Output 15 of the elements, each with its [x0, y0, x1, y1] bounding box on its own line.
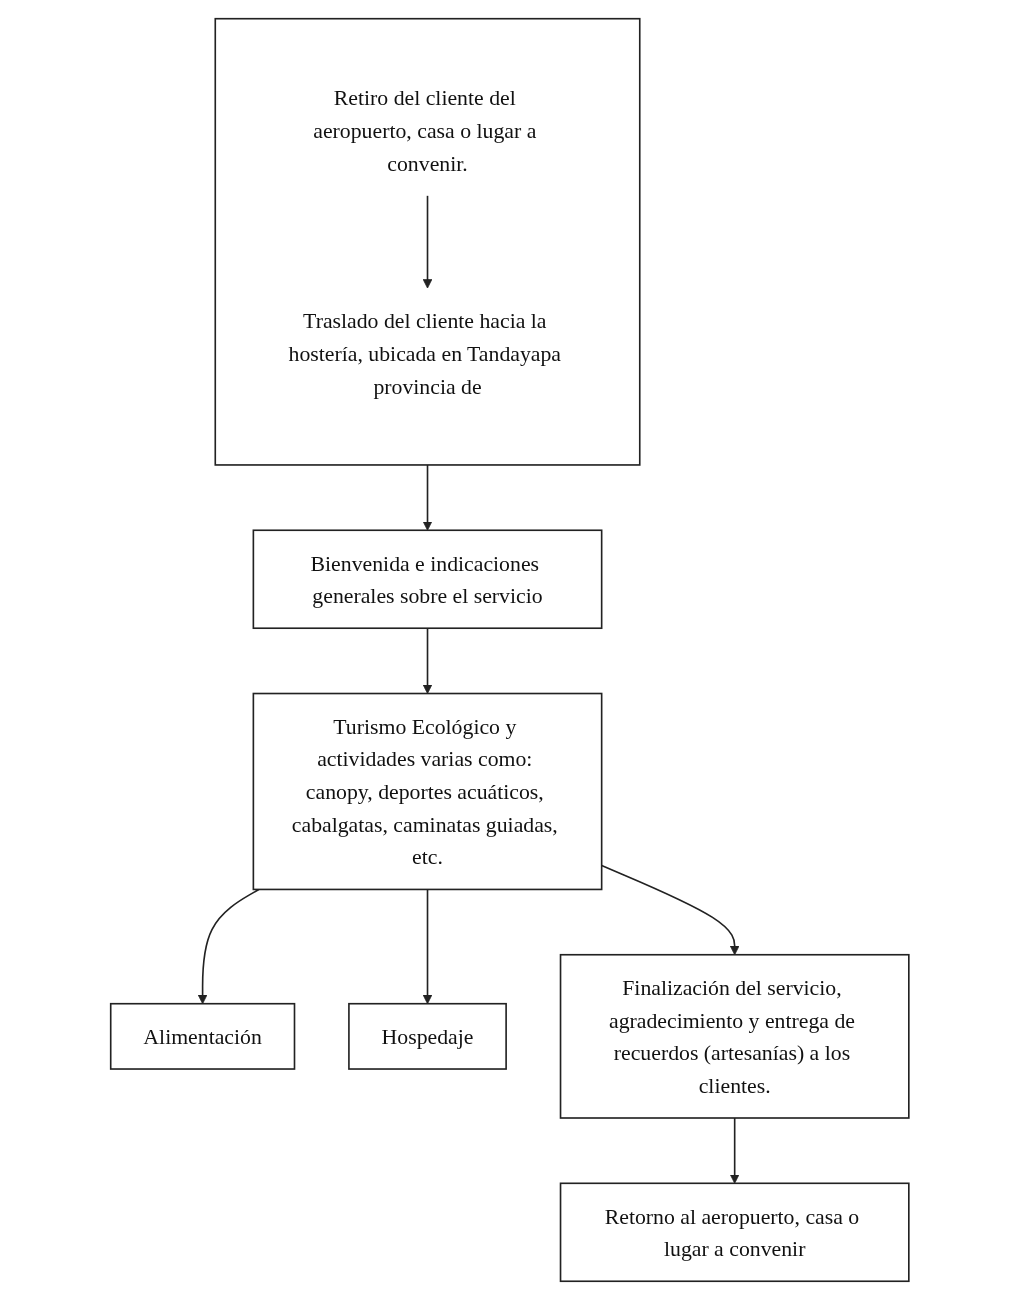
- arrow: [729, 1117, 740, 1184]
- node-box: Retorno al aeropuerto, casa o lugar a convenir: [559, 1182, 910, 1283]
- arrow: [197, 888, 260, 1005]
- node-box: Alimentación: [109, 1002, 296, 1070]
- node-box: Bienvenida e indicaciones generales sobre el servicio: [252, 529, 603, 630]
- arrow: [422, 888, 433, 1005]
- cluster: [214, 17, 641, 466]
- arrow: [422, 627, 433, 694]
- node-text: Traslado del cliente hacia la hostería, ubicada en Tandayapa provincia de: [288, 308, 561, 399]
- arrow: [422, 194, 433, 289]
- node-text: Retiro del cliente del aeropuerto, casa o lugar a convenir.: [313, 85, 537, 175]
- arrow: [422, 464, 433, 531]
- node-box: Hospedaje: [347, 1002, 507, 1070]
- node-box: Turismo Ecológico y actividades varias como: canopy, deportes acuáticos, cabalgatas, caminatas guiadas, etc.: [252, 692, 603, 891]
- node-box: Finalización del servicio, agradecimiento y entrega de recuerdos (artesanías) a los clientes.: [559, 953, 910, 1119]
